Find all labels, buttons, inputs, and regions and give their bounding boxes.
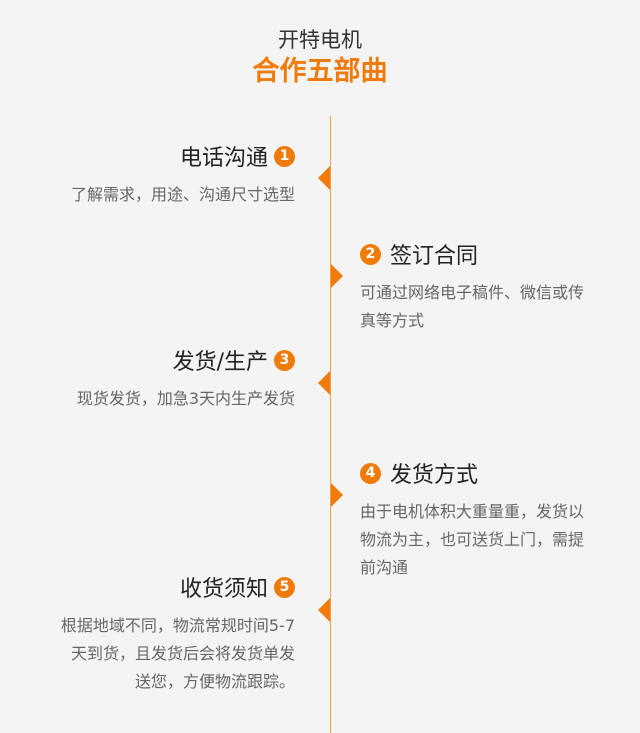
step-3-description: 现货发货，加急3天内生产发货	[77, 385, 295, 413]
step-5-desc-line: 送您，方便物流跟踪。	[134, 672, 295, 691]
step-1-title-text: 电话沟通	[179, 146, 268, 171]
step-4-description: 由于电机体积大重量重，发货以 物流为主，也可送货上门，需提 前沟通	[360, 498, 584, 582]
step-3-desc-line: 现货发货，加急3天内生产发货	[76, 389, 295, 408]
timeline-pointer-4	[331, 483, 343, 507]
step-1: 电话沟通 1 了解需求，用途、沟通尺寸选型	[71, 141, 295, 209]
step-1-number-badge: 1	[274, 145, 295, 167]
step-2: 2 签订合同 可通过网络电子稿件、微信或传 真等方式	[360, 239, 584, 335]
step-4-desc-line: 由于电机体积大重量重，发货以	[360, 502, 585, 521]
timeline-pointer-3	[318, 371, 330, 395]
step-2-title-text: 签订合同	[390, 244, 479, 269]
step-4-number-badge: 4	[360, 462, 381, 484]
step-1-desc-line: 了解需求，用途、沟通尺寸选型	[70, 185, 295, 204]
header: 开特电机 合作五部曲	[0, 26, 640, 90]
step-2-description: 可通过网络电子稿件、微信或传 真等方式	[360, 279, 584, 335]
step-2-desc-line: 真等方式	[360, 311, 425, 330]
step-5-title-text: 收货须知	[179, 577, 268, 602]
step-1-description: 了解需求，用途、沟通尺寸选型	[71, 181, 295, 209]
step-2-title: 2 签订合同	[360, 239, 584, 269]
step-3-title: 发货/生产 3	[77, 345, 295, 375]
step-5-desc-line: 天到货，且发货后会将发货单发	[70, 644, 295, 663]
timeline-line	[330, 116, 331, 733]
step-4: 4 发货方式 由于电机体积大重量重，发货以 物流为主，也可送货上门，需提 前沟通	[360, 458, 584, 582]
step-4-title: 4 发货方式	[360, 458, 584, 488]
step-2-number-badge: 2	[360, 243, 381, 265]
step-4-title-text: 发货方式	[390, 463, 479, 488]
step-3-number-badge: 3	[274, 349, 295, 371]
step-4-desc-line: 物流为主，也可送货上门，需提	[360, 530, 585, 549]
step-3: 发货/生产 3 现货发货，加急3天内生产发货	[77, 345, 295, 413]
step-5-number-badge: 5	[274, 576, 295, 598]
step-5-desc-line: 根据地域不同，物流常规时间5-7	[60, 616, 295, 635]
step-4-desc-line: 前沟通	[360, 558, 409, 577]
timeline-pointer-5	[318, 598, 330, 622]
company-name: 开特电机	[278, 28, 362, 52]
timeline-pointer-1	[318, 166, 330, 190]
step-5: 收货须知 5 根据地域不同，物流常规时间5-7 天到货，且发货后会将发货单发 送…	[61, 572, 295, 696]
step-2-desc-line: 可通过网络电子稿件、微信或传	[360, 283, 585, 302]
step-1-title: 电话沟通 1	[71, 141, 295, 171]
step-5-title: 收货须知 5	[61, 572, 295, 602]
timeline-pointer-2	[331, 264, 343, 288]
step-3-title-text: 发货/生产	[172, 350, 268, 375]
step-5-description: 根据地域不同，物流常规时间5-7 天到货，且发货后会将发货单发 送您，方便物流跟…	[61, 612, 295, 696]
page-title: 合作五部曲	[252, 56, 388, 87]
